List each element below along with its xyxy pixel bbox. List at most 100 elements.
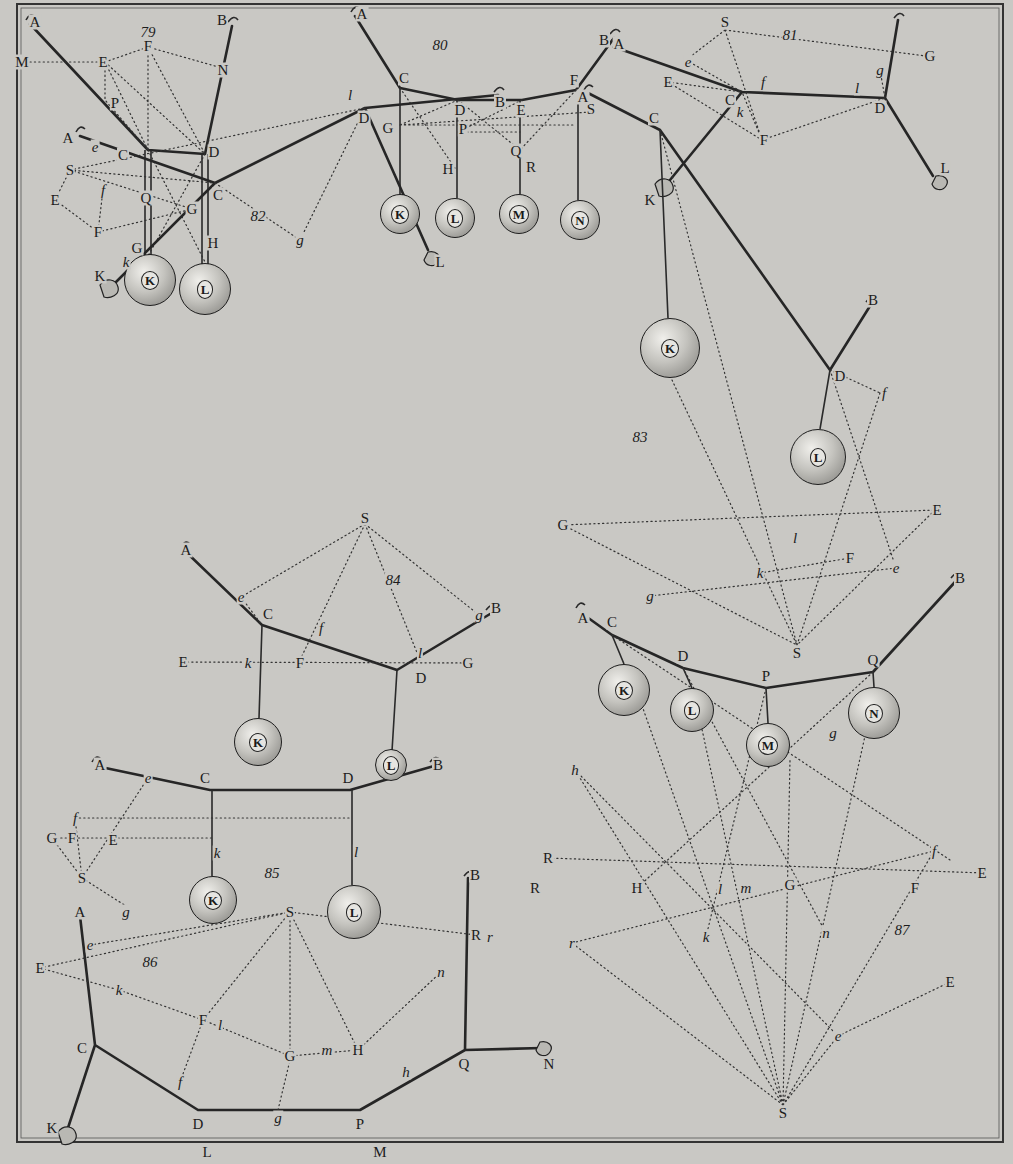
figure-87 <box>548 573 985 1105</box>
point-letter: l <box>347 88 353 103</box>
point-letter: k <box>756 566 765 581</box>
weight-letter: L <box>810 448 827 467</box>
point-letter: F <box>67 831 77 846</box>
point-letter: E <box>944 975 955 990</box>
hanging-weight: K <box>640 318 700 378</box>
point-letter: r <box>568 936 576 951</box>
point-letter: D <box>834 369 847 384</box>
weight-letter: K <box>249 733 267 752</box>
point-letter: e <box>91 140 100 155</box>
point-letter: A <box>577 611 590 626</box>
plate-frame <box>17 4 1003 1142</box>
hanging-weight: K <box>380 194 420 234</box>
point-letter: D <box>677 649 690 664</box>
point-letter: C <box>724 93 736 108</box>
point-letter: E <box>931 503 942 518</box>
point-letter: B <box>216 13 228 28</box>
point-letter: H <box>352 1043 365 1058</box>
figure-number: 79 <box>140 25 157 40</box>
point-letter: D <box>192 1117 205 1132</box>
point-letter: E <box>107 833 118 848</box>
hanging-weight: L <box>327 885 381 939</box>
figure-82 <box>55 87 504 297</box>
hanging-weight: N <box>848 687 900 739</box>
point-letter: K <box>644 193 657 208</box>
point-letter: f <box>760 75 766 90</box>
point-letter: f <box>318 621 324 636</box>
point-letter: E <box>49 193 60 208</box>
hanging-weight: L <box>670 688 714 732</box>
hanging-weight: K <box>189 876 237 924</box>
point-letter: G <box>186 202 199 217</box>
plate-frame <box>21 8 999 1138</box>
point-letter: D <box>415 671 428 686</box>
point-letter: g <box>645 589 655 604</box>
point-letter: g <box>295 233 305 248</box>
point-letter: A <box>62 131 75 146</box>
figure-number: 87 <box>894 923 911 938</box>
point-letter: m <box>321 1043 334 1058</box>
weight-letter: L <box>383 756 400 775</box>
point-letter: A <box>577 90 590 105</box>
point-letter: H <box>442 162 455 177</box>
point-letter: Q <box>140 191 153 206</box>
point-letter: F <box>93 225 103 240</box>
point-letter: C <box>199 771 211 786</box>
point-letter: g <box>875 63 885 78</box>
point-letter: S <box>360 511 370 526</box>
point-letter: k <box>736 105 745 120</box>
point-letter: G <box>131 241 144 256</box>
figure-number: 83 <box>632 430 649 445</box>
weight-letter: L <box>447 209 464 228</box>
point-letter: M <box>372 1145 387 1160</box>
point-letter: l <box>353 845 359 860</box>
point-letter: B <box>598 33 610 48</box>
point-letter: R <box>470 928 482 943</box>
point-letter: E <box>177 655 188 670</box>
hanging-weight: N <box>560 200 600 240</box>
point-letter: k <box>244 656 253 671</box>
point-letter: g <box>121 905 131 920</box>
point-letter: B <box>469 868 481 883</box>
point-letter: k <box>702 930 711 945</box>
point-letter: m <box>740 881 753 896</box>
point-letter: R <box>542 851 554 866</box>
point-letter: N <box>543 1057 556 1072</box>
weight-letter: K <box>391 205 409 224</box>
point-letter: P <box>458 122 468 137</box>
point-letter: C <box>212 188 224 203</box>
point-letter: h <box>401 1065 411 1080</box>
hanging-weight: L <box>435 198 475 238</box>
point-letter: H <box>207 236 220 251</box>
point-letter: R <box>525 160 537 175</box>
figure-number: 84 <box>385 573 402 588</box>
figure-80 <box>351 7 620 200</box>
hanging-weight: L <box>375 749 407 781</box>
point-letter: g <box>273 1111 283 1126</box>
point-letter: E <box>662 75 673 90</box>
point-letter: S <box>792 646 802 661</box>
figure-81 <box>610 13 947 196</box>
figure-83 <box>563 85 935 645</box>
point-letter: M <box>14 55 29 70</box>
point-letter: F <box>845 551 855 566</box>
point-letter: f <box>177 1075 183 1090</box>
weight-letter: N <box>571 211 588 230</box>
point-letter: S <box>285 905 295 920</box>
weight-letter: M <box>509 205 529 224</box>
point-letter: F <box>143 39 153 54</box>
point-letter: g <box>474 608 484 623</box>
point-letter: S <box>77 871 87 886</box>
point-letter: F <box>295 656 305 671</box>
point-letter: k <box>122 255 131 270</box>
point-letter: K <box>94 269 107 284</box>
point-letter: f <box>72 811 78 826</box>
hanging-weight: L <box>790 429 846 485</box>
point-letter: A <box>94 758 107 773</box>
weight-letter: L <box>197 280 214 299</box>
point-letter: e <box>237 590 246 605</box>
point-letter: G <box>784 878 797 893</box>
point-letter: G <box>284 1049 297 1064</box>
